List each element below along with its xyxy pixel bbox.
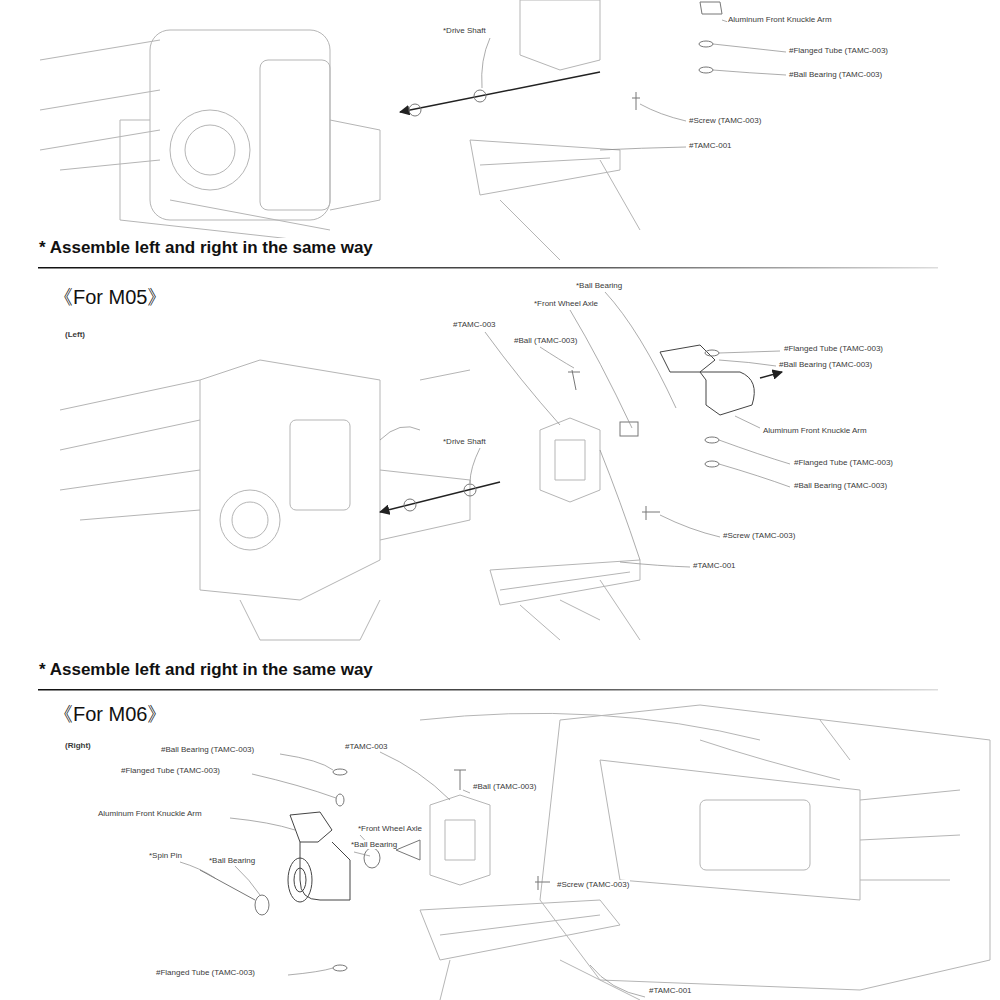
part-label: #Flanged Tube (TAMC-003) bbox=[788, 46, 889, 55]
part-label: #TAMC-003 bbox=[344, 742, 389, 751]
chassis-drawing bbox=[60, 360, 640, 640]
part-label: #Ball Bearing (TAMC-003) bbox=[793, 481, 888, 490]
part-label: #TAMC-001 bbox=[648, 986, 693, 995]
part-label: *Ball Bearing bbox=[350, 840, 398, 849]
part-label: #Screw (TAMC-003) bbox=[722, 531, 796, 540]
part-label: #TAMC-001 bbox=[692, 561, 737, 570]
leader-line bbox=[482, 20, 786, 150]
assembly-note: * Assemble left and right in the same wa… bbox=[38, 238, 374, 258]
part-label: #TAMC-003 bbox=[452, 320, 497, 329]
section-rule bbox=[38, 267, 938, 269]
part-label: *Spin Pin bbox=[148, 851, 183, 860]
part-label: *Drive Shaft bbox=[442, 437, 487, 446]
part-label: #Ball Bearing (TAMC-003) bbox=[788, 70, 883, 79]
part-label: *Ball Bearing bbox=[208, 856, 256, 865]
part-label: #Ball (TAMC-003) bbox=[513, 336, 578, 345]
part-label: #Screw (TAMC-003) bbox=[688, 116, 762, 125]
part-label: #TAMC-001 bbox=[688, 141, 733, 150]
chassis-drawing bbox=[40, 0, 640, 260]
section-rule bbox=[38, 689, 938, 691]
part-label: Aluminum Front Knuckle Arm bbox=[727, 15, 833, 24]
part-label: *Front Wheel Axle bbox=[357, 824, 423, 833]
side-label: (Right) bbox=[64, 741, 92, 750]
part-label: #Ball Bearing (TAMC-003) bbox=[160, 745, 255, 754]
part-label: Aluminum Front Knuckle Arm bbox=[97, 809, 203, 818]
leader-line bbox=[180, 450, 645, 997]
part-drawing bbox=[380, 345, 782, 520]
part-label: #Flanged Tube (TAMC-003) bbox=[120, 766, 221, 775]
section-heading: 《For M05》 bbox=[52, 286, 168, 309]
part-label: #Flanged Tube (TAMC-003) bbox=[155, 968, 256, 977]
part-label: *Ball Bearing bbox=[575, 281, 623, 290]
section-heading: 《For M06》 bbox=[52, 703, 168, 726]
part-label: *Front Wheel Axle bbox=[533, 299, 599, 308]
part-label: #Ball (TAMC-003) bbox=[472, 782, 537, 791]
part-label: *Drive Shaft bbox=[442, 26, 487, 35]
side-label: (Left) bbox=[64, 330, 86, 339]
leader-line bbox=[380, 292, 790, 567]
chassis-drawing bbox=[420, 705, 990, 1000]
part-label: #Screw (TAMC-003) bbox=[556, 880, 630, 889]
part-label: #Flanged Tube (TAMC-003) bbox=[783, 344, 884, 353]
part-label: Aluminum Front Knuckle Arm bbox=[762, 426, 868, 435]
assembly-note: * Assemble left and right in the same wa… bbox=[38, 660, 374, 680]
part-drawing bbox=[200, 769, 550, 971]
part-label: #Flanged Tube (TAMC-003) bbox=[793, 458, 894, 467]
part-drawing bbox=[400, 2, 722, 116]
part-label: #Ball Bearing (TAMC-003) bbox=[778, 360, 873, 369]
